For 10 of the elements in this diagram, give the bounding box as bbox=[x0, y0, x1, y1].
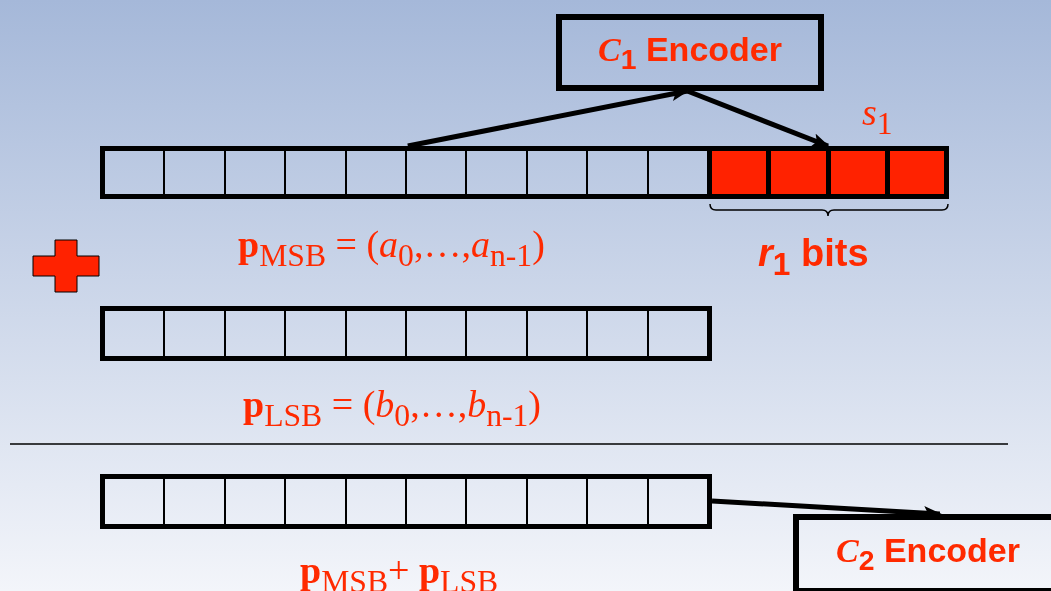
register-label: p$_{LSB}$ = (b$_{0}$,…,b$_{n-1}$) bbox=[243, 382, 541, 434]
register-label: p$_{MSB}$ = (a$_{0}$,…,a$_{n-1}$) bbox=[238, 222, 545, 274]
parity-label: s$_{1}$ bbox=[862, 90, 893, 142]
encoder-box: C$_{2}$ Encoder bbox=[793, 514, 1051, 591]
register-bar bbox=[100, 474, 712, 529]
register-bar bbox=[100, 306, 712, 361]
encoder-box: C$_{1}$ Encoder bbox=[556, 14, 824, 91]
register-label: p$_{MSB}$+ p$_{LSB}$ bbox=[300, 548, 499, 591]
bits-label: r$_{1}$ bits bbox=[758, 232, 869, 283]
arrow bbox=[686, 88, 830, 149]
